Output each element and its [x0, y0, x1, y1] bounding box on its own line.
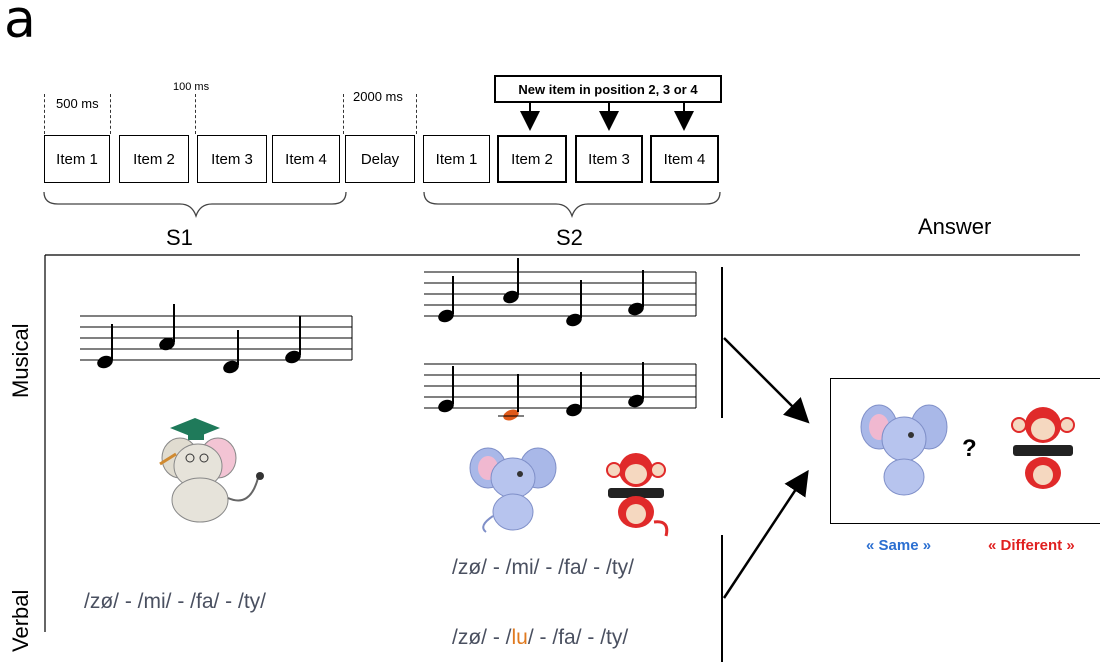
s2-item-3: Item 3 [575, 135, 643, 183]
s1-item-2: Item 2 [119, 135, 189, 183]
timing-500ms: 500 ms [56, 96, 99, 111]
s2-item-2: Item 2 [497, 135, 567, 183]
professor-elephant-illustration [159, 418, 264, 523]
delay-box: Delay [345, 135, 415, 183]
verbal-s2-different-sequence: /zø/ - /lu/ - /fa/ - /ty/ [452, 626, 628, 650]
answer-elephant-illustration [860, 404, 948, 496]
s2-staff-different [424, 362, 697, 421]
s1-notes [97, 304, 301, 374]
answer-label: Answer [918, 214, 992, 239]
same-label: « Same » [866, 537, 932, 554]
timing-guide [195, 94, 196, 134]
timing-2000ms: 2000 ms [353, 89, 403, 104]
timing-guide [416, 94, 417, 134]
verbal-label: Verbal [8, 589, 33, 652]
elephant-illustration [469, 447, 557, 533]
answer-monkey-illustration [1011, 407, 1075, 489]
changed-note [503, 409, 519, 421]
arrow-verbal-to-answer [722, 469, 809, 599]
s2-brace [423, 191, 721, 219]
verbal-part: / - /fa/ - /ty/ [527, 626, 629, 649]
s1-item-4: Item 4 [272, 135, 340, 183]
s1-brace [43, 191, 347, 219]
timing-guide [110, 94, 111, 134]
verbal-s2-same-sequence: /zø/ - /mi/ - /fa/ - /ty/ [452, 556, 634, 579]
verbal-s1-sequence: /zø/ - /mi/ - /fa/ - /ty/ [84, 590, 266, 613]
s1-staff [80, 304, 353, 374]
s2-label: S2 [556, 225, 583, 250]
timing-100ms: 100 ms [173, 81, 210, 93]
different-label: « Different » [988, 537, 1075, 554]
s1-item-1: Item 1 [44, 135, 110, 183]
new-item-box: New item in position 2, 3 or 4 [494, 75, 722, 103]
monkey-illustration [606, 453, 669, 537]
arrow-musical-to-answer [723, 337, 810, 424]
verbal-part: /zø/ - / [452, 626, 512, 649]
answer-box: ? [830, 378, 1100, 524]
panel-letter: a [4, 0, 36, 50]
s1-label: S1 [166, 225, 193, 250]
s2-staff-same [424, 258, 697, 327]
s2-item-1: Item 1 [423, 135, 490, 183]
question-mark: ? [962, 435, 977, 462]
timing-guide [343, 94, 344, 134]
s1-item-3: Item 3 [197, 135, 267, 183]
musical-label: Musical [8, 323, 33, 398]
timing-guide [44, 94, 45, 134]
s2-item-4: Item 4 [650, 135, 719, 183]
changed-syllable: lu [511, 626, 528, 649]
